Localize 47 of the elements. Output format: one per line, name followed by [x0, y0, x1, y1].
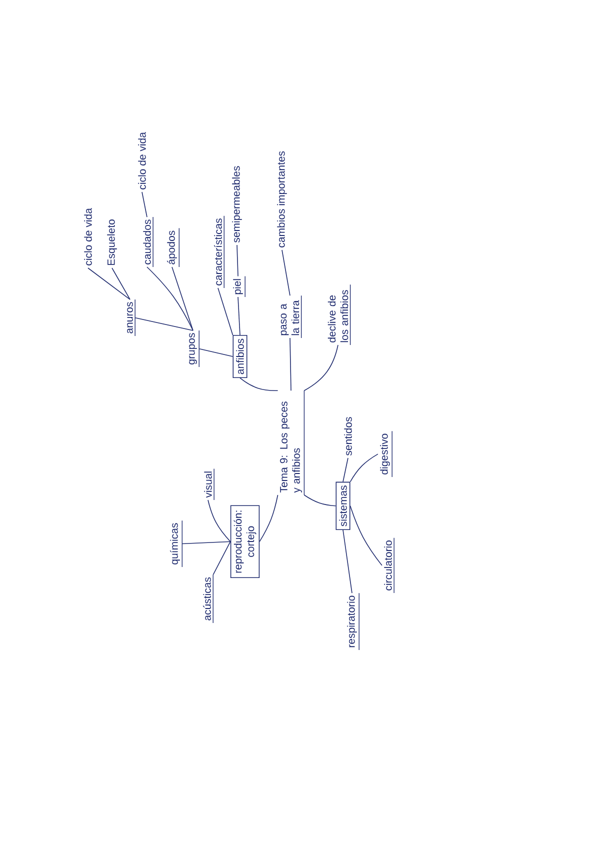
connector-line [134, 317, 194, 331]
connector-line [304, 344, 338, 391]
connector-line [208, 500, 231, 542]
branch-label: sentidos [344, 417, 352, 456]
connector-line [342, 458, 348, 482]
connector-line [182, 541, 231, 544]
connector-line [218, 288, 234, 336]
connector-line [350, 505, 382, 566]
branch-label: Esqueleto [107, 220, 117, 265]
connector-line [290, 338, 292, 391]
connector-line [350, 454, 378, 482]
connector-line [112, 268, 130, 300]
branch-label: declive de los anfibios [328, 284, 351, 346]
branch-label: ápodos [167, 228, 180, 268]
branch-label: paso a la tierra [280, 295, 302, 338]
connector-line [142, 192, 148, 218]
connector-line [88, 268, 130, 300]
branch-label: características [214, 216, 224, 288]
connector-line [304, 494, 336, 506]
connector-line [198, 348, 234, 357]
branch-label: respiratorio [347, 592, 360, 650]
connector-line [172, 266, 194, 331]
connector-line [282, 250, 290, 296]
branch-label: circulatorio [384, 537, 394, 594]
connector-line [212, 541, 231, 576]
branch-label: grupos [189, 330, 200, 368]
branch-label: ciclo de vida [138, 132, 146, 190]
branch-label: químicas [170, 520, 182, 568]
topic-box: anfibios [232, 335, 248, 378]
connector-line [146, 266, 194, 331]
connector-line [342, 530, 352, 594]
topic-box: reproducción: cortejo [230, 505, 260, 578]
topic-box: sistemas [336, 482, 350, 530]
branch-label: anuros [127, 299, 136, 336]
branch-label: cambios importantes [277, 151, 287, 248]
branch-label: digestivo [380, 430, 392, 478]
branch-label: visual [204, 468, 214, 500]
branch-label: semipermeables [232, 166, 242, 242]
branch-label: piel [233, 276, 246, 298]
connector-line [240, 378, 278, 392]
connector-line [259, 494, 278, 542]
connector-line [238, 296, 240, 336]
branch-label: acústicas [203, 574, 214, 624]
connector-line [236, 244, 238, 277]
branch-label: caudados [143, 216, 154, 268]
central-topic: Tema 9: Los peces y anfibios [280, 390, 305, 496]
branch-label: ciclo de vida [84, 208, 92, 266]
